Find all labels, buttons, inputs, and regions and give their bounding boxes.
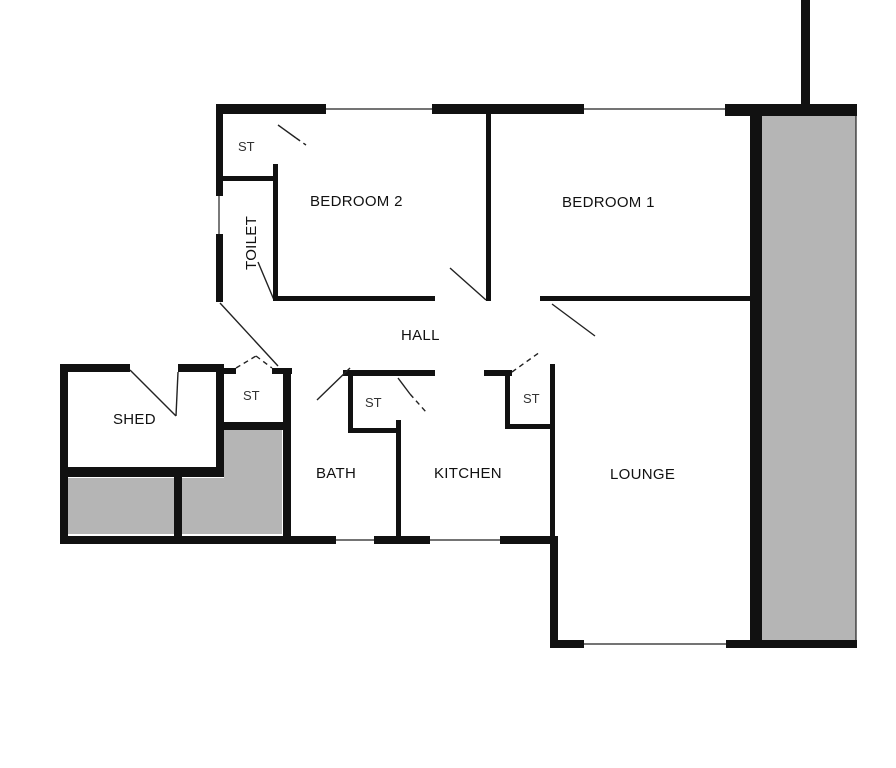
wall-lounge-bottom-2 bbox=[726, 640, 857, 648]
door-shed bbox=[129, 369, 177, 417]
door-hall-store-2 bbox=[255, 355, 273, 369]
wall-top-pipe bbox=[801, 0, 810, 108]
wall-bottom-1 bbox=[60, 536, 336, 544]
label-toilet: TOILET bbox=[243, 216, 260, 270]
wall-kitchen-store-left bbox=[505, 370, 510, 428]
label-shed: SHED bbox=[113, 411, 156, 428]
wall-top-3 bbox=[725, 104, 857, 116]
door-swing-bath-store bbox=[409, 393, 427, 413]
wall-hall-store-bottom bbox=[216, 422, 290, 430]
door-bedroom2 bbox=[449, 267, 487, 301]
label-lounge: LOUNGE bbox=[610, 466, 675, 483]
shaded-area-left-1 bbox=[68, 478, 174, 534]
wall-top-2 bbox=[432, 104, 584, 114]
door-toilet bbox=[257, 261, 275, 301]
wall-store-bottom bbox=[223, 176, 277, 181]
wall-bath-store-left bbox=[348, 370, 353, 432]
wall-hall-store-right bbox=[283, 368, 291, 544]
label-store-bath: ST bbox=[365, 395, 382, 410]
door-swing-store-bedroom2 bbox=[295, 137, 307, 146]
door-bath-store bbox=[397, 377, 411, 395]
wall-left-lower bbox=[216, 234, 223, 302]
wall-hall-store-top-2 bbox=[272, 368, 292, 374]
wall-bedroom1-bottom bbox=[540, 296, 750, 301]
door-entrance bbox=[219, 302, 279, 367]
shaded-area-left-2 bbox=[182, 478, 282, 534]
door-store-bedroom2 bbox=[277, 124, 297, 139]
label-store-bedroom2: ST bbox=[238, 139, 255, 154]
wall-lounge-bottom-1 bbox=[550, 640, 584, 648]
wall-bath-top bbox=[343, 370, 435, 376]
wall-bedroom2-left bbox=[273, 164, 278, 300]
label-bedroom-2: BEDROOM 2 bbox=[310, 193, 403, 210]
wall-bedroom-divider bbox=[486, 114, 491, 301]
shaded-area-left-3 bbox=[224, 430, 282, 478]
label-hall: HALL bbox=[401, 327, 440, 344]
wall-left-upper bbox=[216, 104, 223, 196]
label-store-kitchen: ST bbox=[523, 391, 540, 406]
shaded-strip-right bbox=[761, 116, 856, 640]
wall-shed-top-1 bbox=[60, 364, 130, 372]
wall-bottom-2 bbox=[374, 536, 430, 544]
wall-lower-divider bbox=[174, 474, 182, 536]
wall-kitchen-lounge bbox=[550, 364, 555, 544]
wall-hall-store-top-1 bbox=[216, 368, 236, 374]
door-hall-store bbox=[235, 355, 257, 369]
label-bath: BATH bbox=[316, 465, 356, 482]
wall-shed-left bbox=[60, 364, 68, 544]
door-bedroom1 bbox=[551, 303, 596, 337]
label-kitchen: KITCHEN bbox=[434, 465, 502, 482]
wall-bath-kitchen bbox=[396, 420, 401, 536]
wall-shed-top-2 bbox=[178, 364, 224, 372]
wall-bath-store-bottom bbox=[348, 428, 400, 433]
wall-bottom-3 bbox=[500, 536, 558, 544]
wall-shed-right bbox=[216, 364, 224, 474]
door-bath bbox=[316, 367, 351, 401]
wall-kitchen-store-bottom bbox=[505, 424, 553, 429]
door-kitchen-store bbox=[511, 351, 541, 373]
wall-top-1 bbox=[216, 104, 326, 114]
label-bedroom-1: BEDROOM 1 bbox=[562, 194, 655, 211]
door-shed-jamb bbox=[175, 371, 179, 417]
wall-right bbox=[750, 104, 762, 648]
wall-lounge-left bbox=[550, 536, 558, 648]
wall-kitchen-top bbox=[484, 370, 512, 376]
wall-bedroom2-bottom bbox=[273, 296, 435, 301]
label-store-hall: ST bbox=[243, 388, 260, 403]
wall-shed-bottom bbox=[60, 467, 224, 477]
